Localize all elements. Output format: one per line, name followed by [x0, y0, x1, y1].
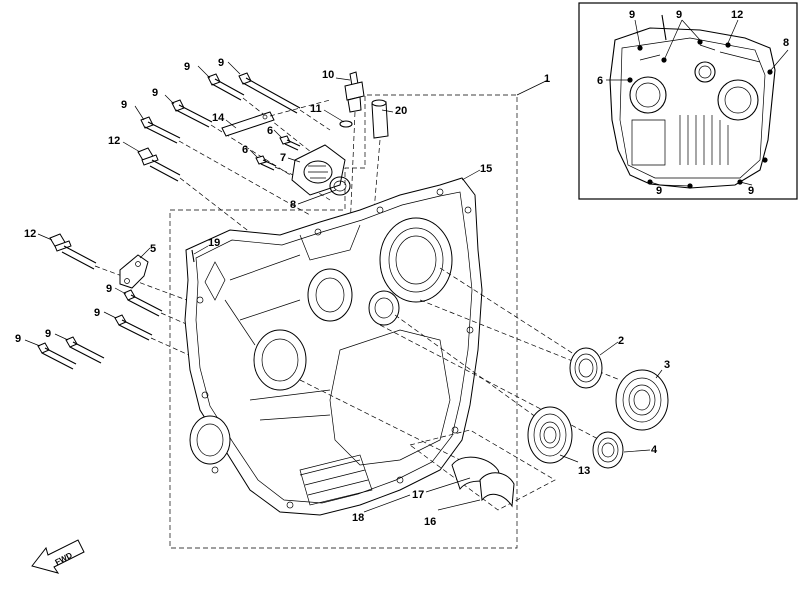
inset-callout-9-left: 9: [629, 9, 635, 21]
callout-6-upper: 6: [267, 125, 273, 137]
cover-7: [291, 144, 346, 196]
oil-seal-2: [569, 347, 603, 389]
callout-4: 4: [651, 444, 658, 456]
callout-13: 13: [578, 465, 590, 477]
bolt-6-a: [279, 135, 301, 151]
inset-callout-6: 6: [597, 75, 603, 87]
bearing-13: [527, 406, 573, 464]
bearing-4: [592, 431, 624, 469]
callout-5: 5: [150, 243, 156, 255]
callout-1: 1: [544, 73, 550, 85]
callout-3: 3: [664, 359, 670, 371]
inset-callout-9-bottom-right: 9: [748, 185, 754, 197]
callout-12-upper: 12: [108, 135, 120, 147]
callout-15: 15: [480, 163, 492, 175]
callout-19: 19: [208, 237, 220, 249]
inset-callout-9-bottom-left: 9: [656, 185, 662, 197]
callout-18: 18: [352, 512, 364, 524]
washer-11: [339, 120, 353, 128]
crankcase-15: [184, 177, 483, 516]
callout-labels: 1 2 3 4 5 6 6 7 8 9 9 9 9 9 9 9 9 10 11 …: [15, 57, 670, 528]
bearing-3: [615, 369, 669, 431]
callout-9-g: 9: [45, 328, 51, 340]
callout-7: 7: [280, 152, 286, 164]
bolt-12-left: [49, 233, 201, 306]
callout-9-d: 9: [152, 87, 158, 99]
callout-11: 11: [310, 103, 322, 115]
callout-10: 10: [322, 69, 334, 81]
callout-9-f: 9: [94, 307, 100, 319]
inset-callout-8: 8: [783, 37, 789, 49]
bolt-12-upper: [137, 147, 261, 241]
dowel-20: [371, 99, 389, 236]
bushing-group: [409, 429, 556, 511]
bracket-5: [119, 254, 149, 289]
callout-2: 2: [618, 335, 624, 347]
leader-lines: [24, 61, 663, 513]
alignment-lines: [299, 267, 621, 461]
sensor-10: [344, 71, 365, 231]
callout-9-b: 9: [218, 57, 224, 69]
bracket-14: [221, 99, 331, 137]
bolt-group-top: [137, 72, 341, 241]
bolt-9-c: [171, 99, 331, 201]
gasket-8: [329, 176, 351, 196]
bolt-9-b: [207, 73, 341, 176]
callout-8: 8: [290, 199, 296, 211]
callout-6-lower: 6: [242, 144, 248, 156]
callout-17: 17: [412, 489, 424, 501]
callout-12-left: 12: [24, 228, 36, 240]
assembly-group-outline: [169, 79, 549, 549]
bolt-9-g: [65, 336, 105, 364]
callout-14: 14: [212, 112, 225, 124]
callout-9-h: 9: [15, 333, 21, 345]
callout-9-c: 9: [121, 99, 127, 111]
callout-16: 16: [424, 516, 436, 528]
forward-direction-arrow: FWD: [31, 539, 85, 574]
inset-callout-12: 12: [731, 9, 743, 21]
callout-20: 20: [395, 105, 407, 117]
callout-9-a: 9: [184, 61, 190, 73]
bushing-16: [451, 456, 515, 508]
bolt-6-b: [255, 155, 301, 179]
inset-callout-9-mid: 9: [676, 9, 682, 21]
bolt-9-a: [238, 72, 331, 131]
bolt-9-h: [37, 342, 77, 370]
callout-9-e: 9: [106, 283, 112, 295]
assembled-view-inset: 9 9 12 8 6 9 9: [578, 2, 798, 200]
